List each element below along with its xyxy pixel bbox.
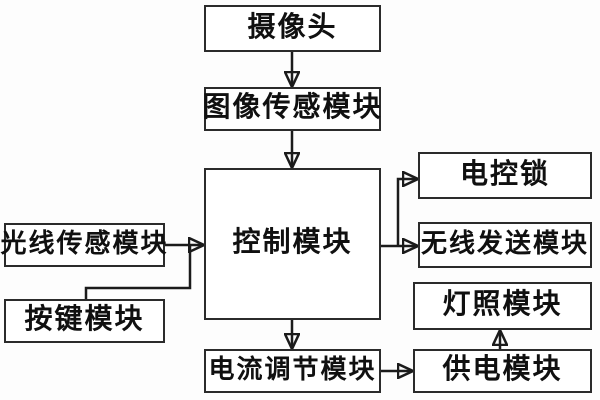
node-control-label: 控制模块 xyxy=(232,227,353,258)
node-lighting-module: 灯照模块 xyxy=(413,282,592,330)
node-wireless-transmit-module: 无线发送模块 xyxy=(418,222,592,268)
node-button-label: 按键模块 xyxy=(24,304,145,335)
node-lighting-label: 灯照模块 xyxy=(442,289,563,320)
node-power-supply-module: 供电模块 xyxy=(413,349,592,393)
node-current-regulator-module: 电流调节模块 xyxy=(204,349,381,393)
node-electric-lock-label: 电控锁 xyxy=(459,158,550,190)
node-button-module: 按键模块 xyxy=(4,299,165,343)
node-current-regulator-label: 电流调节模块 xyxy=(208,355,377,384)
node-light-sensor-module: 光线传感模块 xyxy=(1,223,167,267)
node-control-module: 控制模块 xyxy=(204,168,381,320)
node-wireless-transmit-label: 无线发送模块 xyxy=(420,229,589,258)
edge-control-to-electric-lock xyxy=(396,179,417,246)
node-light-sensor-label: 光线传感模块 xyxy=(0,229,169,258)
node-camera: 摄像头 xyxy=(204,5,381,52)
node-power-supply-label: 供电模块 xyxy=(442,354,563,385)
node-image-sensor-module: 图像传感模块 xyxy=(202,87,383,131)
node-electric-lock: 电控锁 xyxy=(418,152,592,199)
edge-button-to-control xyxy=(84,245,192,299)
node-camera-label: 摄像头 xyxy=(247,11,338,43)
node-image-sensor-label: 图像传感模块 xyxy=(202,92,383,123)
